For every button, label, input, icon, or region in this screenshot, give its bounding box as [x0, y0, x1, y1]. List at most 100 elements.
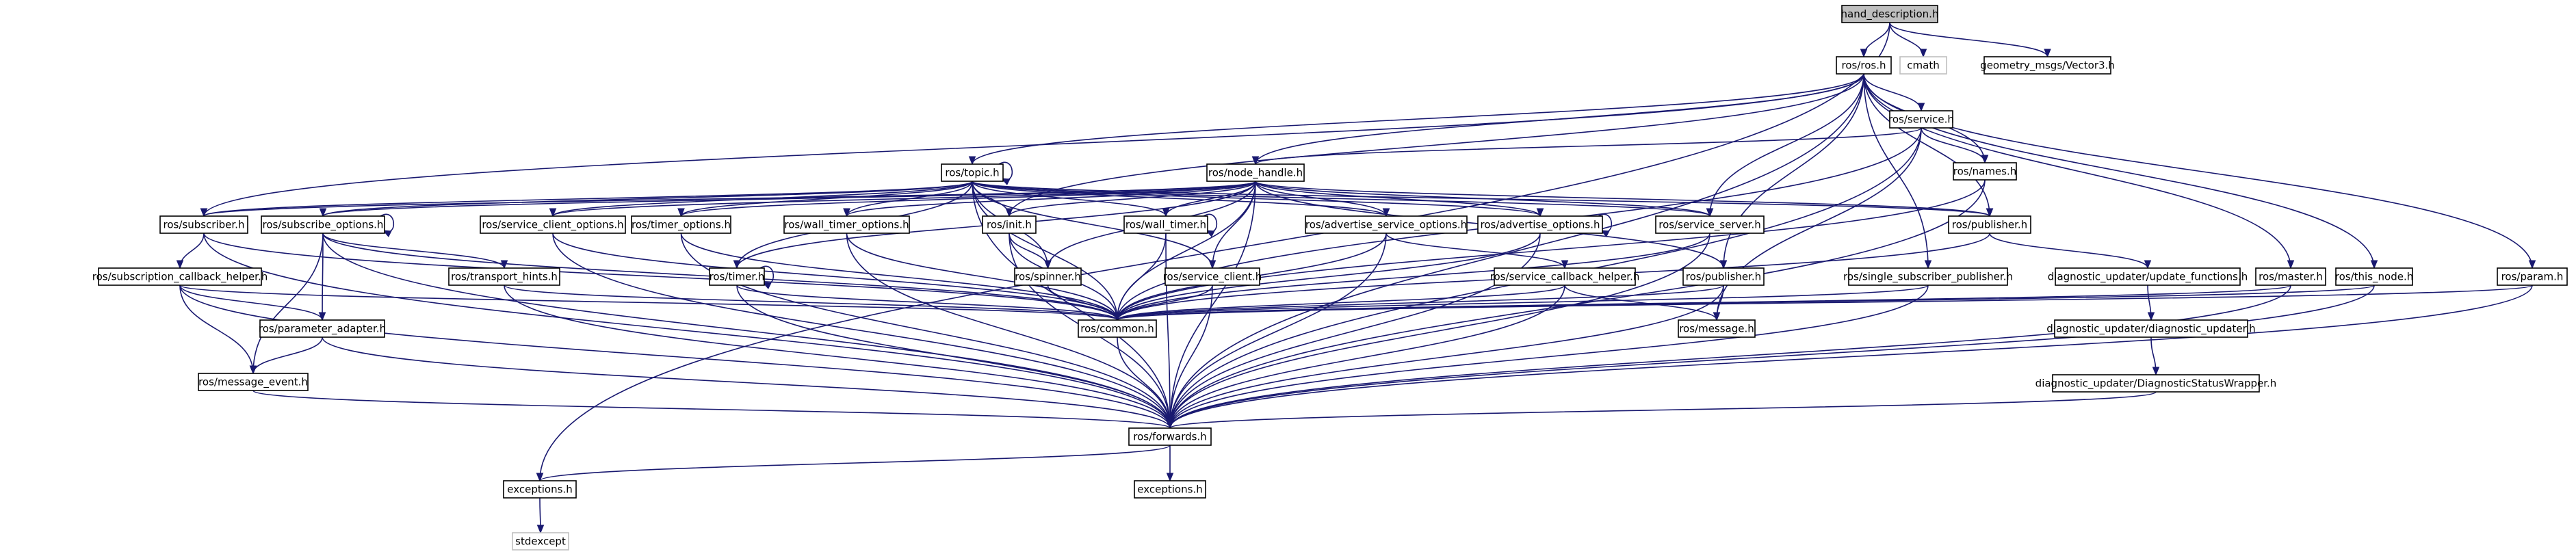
- node-label: ros/master.h: [2259, 271, 2323, 283]
- node-box: [783, 215, 910, 234]
- node-diag-diagnostic-updater[interactable]: diagnostic_updater/diagnostic_updater.h: [2046, 319, 2256, 338]
- edge-ros_ros-to-ros_service_server: [1706, 73, 1864, 217]
- node-ros-forwards[interactable]: ros/forwards.h: [1128, 427, 1212, 446]
- node-box: [2054, 319, 2248, 338]
- node-box: [259, 319, 385, 338]
- node-label: exceptions.h: [1137, 484, 1202, 496]
- node-label: diagnostic_updater/DiagnosticStatusWrapp…: [2035, 378, 2277, 390]
- edge-ros_ros-to-ros_this_node: [1863, 73, 2378, 269]
- node-label: ros/ros.h: [1842, 59, 1886, 72]
- node-ros-ros[interactable]: ros/ros.h: [1836, 56, 1892, 75]
- node-ros-subscriber[interactable]: ros/subscriber.h: [159, 215, 248, 234]
- node-ros-advertise-service-options[interactable]: ros/advertise_service_options.h: [1305, 215, 1468, 234]
- node-label: ros/common.h: [1080, 323, 1154, 335]
- node-label: ros/parameter_adapter.h: [259, 323, 386, 336]
- edge-ros_node_handle-to-ros_init: [1005, 181, 1256, 217]
- node-ros-service-callback-helper[interactable]: ros/service_callback_helper.h: [1490, 267, 1640, 286]
- edge-ros_node_handle-to-ros_advertise_options: [1255, 181, 1544, 217]
- node-box: [1682, 267, 1765, 286]
- node-diag-update-functions[interactable]: diagnostic_updater/update_functions.h: [2048, 267, 2248, 286]
- node-ros-single-subscriber-publisher[interactable]: ros/single_subscriber_publisher.h: [1843, 267, 2013, 286]
- node-box: [503, 480, 577, 499]
- node-ros-timer[interactable]: ros/timer.h: [709, 267, 765, 286]
- node-ros-service-client[interactable]: ros/service_client.h: [1163, 267, 1262, 286]
- edge-ros_topic-to-ros_topic: [998, 161, 1013, 185]
- node-ros-param[interactable]: ros/param.h: [2497, 267, 2568, 286]
- node-ros-service-server[interactable]: ros/service_server.h: [1655, 215, 1765, 234]
- node-ros-transport-hints[interactable]: ros/transport_hints.h: [448, 267, 560, 286]
- node-ros-publisher-top[interactable]: ros/publisher.h: [1948, 215, 2031, 234]
- edge-ros_node_handle-to-ros_subscribe_options: [319, 181, 1256, 217]
- node-label: ros/service.h: [1888, 114, 1954, 126]
- node-vector3[interactable]: geometry_msgs/Vector3.h: [1980, 56, 2115, 75]
- edge-ros_ros-to-ros_topic: [968, 73, 1864, 166]
- node-hand-description[interactable]: hand_description.h: [1841, 5, 1939, 23]
- node-ros-spinner[interactable]: ros/spinner.h: [1014, 267, 1082, 286]
- node-box: [1841, 5, 1938, 23]
- node-box: [1123, 215, 1208, 234]
- edge-hand_description-to-ros_ros: [1860, 22, 1890, 58]
- node-diag-status-wrapper[interactable]: diagnostic_updater/DiagnosticStatusWrapp…: [2035, 374, 2277, 393]
- node-box: [1953, 162, 2017, 181]
- node-ros-common[interactable]: ros/common.h: [1078, 319, 1157, 338]
- node-ros-subscription-callback-helper[interactable]: ros/subscription_callback_helper.h: [92, 267, 268, 286]
- node-ros-message[interactable]: ros/message.h: [1678, 319, 1756, 338]
- node-ros-init[interactable]: ros/init.h: [982, 215, 1037, 234]
- node-label: ros/topic.h: [945, 167, 999, 179]
- node-ros-timer-options[interactable]: ros/timer_options.h: [631, 215, 731, 234]
- edge-ros_subscribe_options-to-ros_transport_hints: [322, 233, 508, 269]
- node-label: ros/service_client.h: [1163, 271, 1262, 284]
- node-label: ros/wall_timer_options.h: [784, 219, 909, 232]
- node-box: [2497, 267, 2568, 286]
- node-ros-parameter-adapter[interactable]: ros/parameter_adapter.h: [259, 319, 386, 338]
- node-label: diagnostic_updater/diagnostic_updater.h: [2046, 323, 2255, 336]
- node-label: ros/param.h: [2501, 271, 2564, 283]
- node-label: ros/names.h: [1953, 166, 2017, 178]
- node-label: ros/publisher.h: [1686, 271, 1761, 283]
- edges-layer: [176, 22, 2536, 534]
- node-ros-subscribe-options[interactable]: ros/subscribe_options.h: [261, 215, 385, 234]
- edge-hand_description-to-cmath: [1889, 22, 1927, 58]
- node-label: ros/transport_hints.h: [451, 271, 558, 284]
- node-label: ros/spinner.h: [1015, 271, 1081, 283]
- edge-ros_service-to-ros_node_handle: [1251, 127, 1922, 166]
- edge-ros_ros-to-ros_master: [1863, 73, 2295, 269]
- node-ros-wall-timer[interactable]: ros/wall_timer.h: [1123, 215, 1208, 234]
- node-ros-names[interactable]: ros/names.h: [1953, 162, 2017, 181]
- edge-ros_ros-to-ros_single_subscriber_publisher: [1863, 73, 1932, 269]
- node-label: ros/single_subscriber_publisher.h: [1843, 271, 2013, 284]
- node-box: [1655, 215, 1765, 234]
- edge-ros_init-to-ros_spinner: [1009, 233, 1052, 269]
- edge-ros_ros-to-ros_service: [1863, 73, 1925, 112]
- node-ros-this-node[interactable]: ros/this_node.h: [2335, 267, 2413, 286]
- node-label: ros/init.h: [987, 219, 1032, 231]
- node-exceptions-bottom[interactable]: exceptions.h: [1134, 480, 1206, 499]
- node-box: [1165, 267, 1260, 286]
- node-box: [1889, 110, 1953, 129]
- node-ros-advertise-options[interactable]: ros/advertise_options.h: [1477, 215, 1603, 234]
- edge-ros_forwards-to-exceptions_top: [536, 445, 1171, 482]
- edge-hand_description-to-exceptions_top: [536, 22, 1890, 482]
- node-label: cmath: [1907, 59, 1939, 72]
- edge-ros_node_handle-to-ros_service_client_options: [549, 181, 1256, 217]
- node-box: [261, 215, 385, 234]
- node-box: [1494, 267, 1636, 286]
- node-box: [159, 215, 248, 234]
- edge-ros_forwards-to-exceptions_bottom: [1166, 445, 1174, 482]
- node-ros-topic[interactable]: ros/topic.h: [941, 163, 1004, 182]
- node-exceptions-top[interactable]: exceptions.h: [503, 480, 577, 499]
- node-box: [448, 267, 560, 286]
- node-ros-service[interactable]: ros/service.h: [1888, 110, 1954, 129]
- node-box: [198, 373, 309, 391]
- node-box: [1134, 480, 1206, 499]
- node-box: [2255, 267, 2326, 286]
- node-ros-publisher-mid[interactable]: ros/publisher.h: [1682, 267, 1765, 286]
- node-label: ros/service_server.h: [1658, 219, 1761, 232]
- node-box: [1477, 215, 1603, 234]
- node-ros-wall-timer-options[interactable]: ros/wall_timer_options.h: [783, 215, 910, 234]
- node-ros-message-event[interactable]: ros/message_event.h: [198, 373, 309, 391]
- node-box: [982, 215, 1037, 234]
- node-ros-master[interactable]: ros/master.h: [2255, 267, 2326, 286]
- node-ros-node-handle[interactable]: ros/node_handle.h: [1206, 163, 1305, 182]
- node-ros-service-client-options[interactable]: ros/service_client_options.h: [480, 215, 626, 234]
